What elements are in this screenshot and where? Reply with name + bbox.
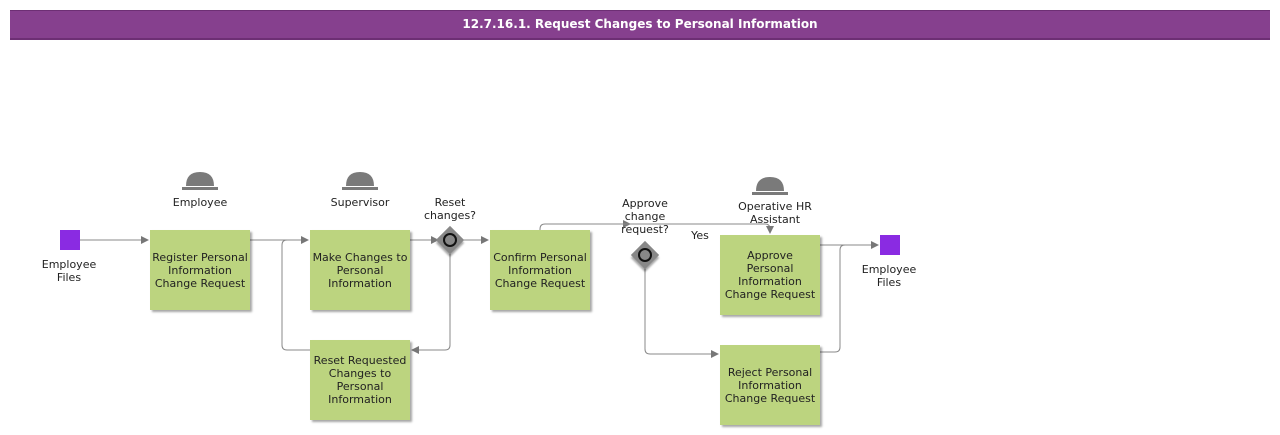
gateway-reset-event-icon (443, 233, 457, 247)
flow-reject-to-output (820, 244, 846, 353)
task-confirm-request[interactable]: Confirm Personal Information Change Requ… (490, 230, 590, 310)
task-make-changes-label: Make Changes to Personal Information (312, 250, 408, 290)
hr-assistant-performer-icon (752, 177, 788, 195)
task-reset-changes[interactable]: Reset Requested Changes to Personal Info… (310, 340, 410, 420)
task-make-changes[interactable]: Make Changes to Personal Information (310, 230, 410, 310)
task-reset-changes-label: Reset Requested Changes to Personal Info… (313, 354, 407, 406)
supervisor-performer-icon (342, 172, 378, 190)
task-register-request-label: Register Personal Information Change Req… (152, 250, 248, 290)
employee-role-label: Employee (172, 196, 228, 209)
gateway-reset-label: Reset changes? (423, 196, 477, 222)
task-reject-request-label: Reject Personal Information Change Reque… (724, 365, 816, 405)
flow-gateway-to-reject (644, 268, 719, 358)
task-approve-request-label: Approve Personal Information Change Requ… (724, 249, 816, 301)
flow-yes-to-approve (620, 223, 774, 234)
employee-files-output (880, 235, 900, 255)
task-approve-request[interactable]: Approve Personal Information Change Requ… (720, 235, 820, 315)
flow-yes-label: Yes (691, 229, 709, 242)
task-register-request[interactable]: Register Personal Information Change Req… (150, 230, 250, 310)
task-confirm-request-label: Confirm Personal Information Change Requ… (493, 250, 587, 290)
flow-confirm-to-approve-gateway (539, 220, 631, 230)
gateway-approve-label: Approve change request? (621, 197, 669, 236)
employee-files-output-label: Employee Files (861, 263, 917, 289)
employee-performer-icon (182, 172, 218, 190)
gateway-approve-event-icon (638, 248, 652, 262)
diagram-title: 12.7.16.1. Request Changes to Personal I… (10, 10, 1270, 40)
employee-files-input (60, 230, 80, 250)
hr-assistant-role-label: Operative HR Assistant (738, 200, 812, 226)
flow-reset-to-make-changes (281, 239, 310, 351)
flow-gateway-to-reset (411, 252, 451, 354)
employee-files-input-label: Employee Files (41, 258, 97, 284)
supervisor-role-label: Supervisor (330, 196, 390, 209)
task-reject-request[interactable]: Reject Personal Information Change Reque… (720, 345, 820, 425)
